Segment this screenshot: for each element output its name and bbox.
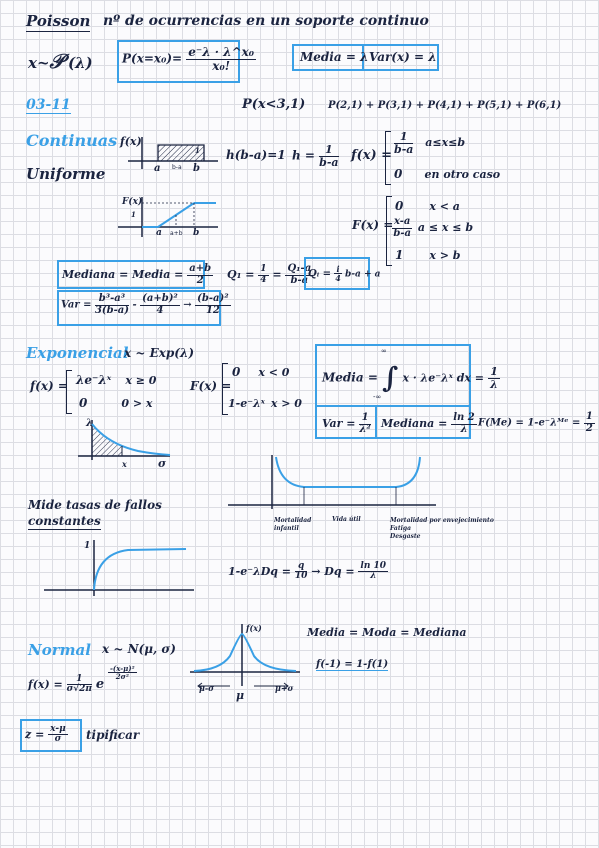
normal-distribution: x ~ N(μ, σ) xyxy=(102,642,176,656)
poisson-description: nº de ocurrencias en un soporte continuo xyxy=(103,13,429,29)
exponential-moments-hdivider xyxy=(315,405,471,407)
poisson-moments-divider xyxy=(362,44,364,71)
poisson-moments-box xyxy=(292,44,439,71)
poisson-mean: Media = λ xyxy=(300,50,369,64)
exponential-sketch-sigma: σ xyxy=(158,457,167,470)
exercise-probability: P(x<3,1) xyxy=(242,97,306,112)
uniform-variance-box xyxy=(57,290,221,326)
exercise-sum: P(2,1) + P(3,1) + P(4,1) + P(5,1) + P(6,… xyxy=(328,100,562,111)
normal-z-box xyxy=(20,719,82,752)
poisson-variance: Var(x) = λ xyxy=(369,50,437,64)
exercise-id: 03-11 xyxy=(26,97,71,114)
uniform-cdf-bracket xyxy=(386,196,392,266)
normal-z-label: tipificar xyxy=(86,728,140,742)
exponential-cdf-bracket xyxy=(222,363,228,415)
bathtub-label-useful: Vida útil xyxy=(332,516,361,523)
exponential-cdf-one: 1 xyxy=(84,541,91,551)
exponential-moments-vdivider xyxy=(375,405,377,439)
uniform-cdf-sketch xyxy=(118,197,218,237)
uniform-a: a xyxy=(154,163,161,174)
poisson-title: Poisson xyxy=(26,12,91,32)
uniform-cdf-ab: a+b xyxy=(170,230,183,237)
exponential-cdf-sketch xyxy=(44,540,194,596)
uniform-b: b xyxy=(193,163,200,174)
exponential-moments-box xyxy=(315,344,471,439)
uniform-ba: b-a xyxy=(172,164,182,171)
uniform-pdf-case2: 0 en otro caso xyxy=(394,167,501,181)
normal-mu: μ xyxy=(236,689,245,702)
uniform-cdf-b: b xyxy=(193,228,200,238)
uniform-pdf-lhs: f(x) = xyxy=(351,148,393,163)
bathtub-curve-sketch xyxy=(228,455,436,509)
exponential-mean-upper: ∞ xyxy=(381,347,387,355)
uniform-heading: Uniforme xyxy=(26,165,106,183)
uniform-cdf-lhs: F(x) = xyxy=(352,218,394,232)
poisson-pmf-box xyxy=(117,40,240,83)
normal-fx-label: f(x) xyxy=(246,623,262,633)
continuous-heading: Continuas xyxy=(26,131,118,150)
poisson-distribution: x~𝒫(λ) xyxy=(28,49,93,73)
normal-mu-plus: μ+σ xyxy=(275,683,294,693)
uniform-cdf-label: F(x) xyxy=(122,197,143,207)
uniform-cdf-a: a xyxy=(156,228,162,238)
normal-symmetry: f(-1) = 1-f(1) xyxy=(316,659,389,671)
exponential-cdf-lhs: F(x) = xyxy=(190,379,232,393)
exponential-heading: Exponencial xyxy=(26,344,129,362)
uniform-area-eq: h(b-a)=1 xyxy=(226,148,286,162)
exponential-sketch-lambda: λ xyxy=(86,418,94,429)
uniform-one: 1 xyxy=(195,146,200,155)
uniform-median-box xyxy=(57,260,205,289)
uniform-pdf-bracket xyxy=(385,131,391,185)
uniform-qi-box xyxy=(304,257,370,290)
normal-mu-minus: μ-σ xyxy=(199,683,215,693)
normal-bell-sketch xyxy=(190,624,300,690)
normal-heading: Normal xyxy=(28,641,91,659)
exponential-distribution: x ~ Exp(λ) xyxy=(124,346,195,360)
exponential-pdf-lhs: f(x) = xyxy=(30,379,68,393)
exponential-pdf-sketch xyxy=(78,420,171,460)
uniform-cdf-one: 1 xyxy=(131,210,136,219)
exponential-pdf-bracket xyxy=(66,370,72,414)
uniform-fx-label: f(x) xyxy=(120,135,142,148)
exponential-mean-lower: -∞ xyxy=(373,393,382,401)
normal-mean-mode-median: Media = Moda = Mediana xyxy=(307,626,467,639)
exponential-sketch-x: x xyxy=(122,459,127,469)
uniform-pdf-sketch xyxy=(128,137,218,169)
